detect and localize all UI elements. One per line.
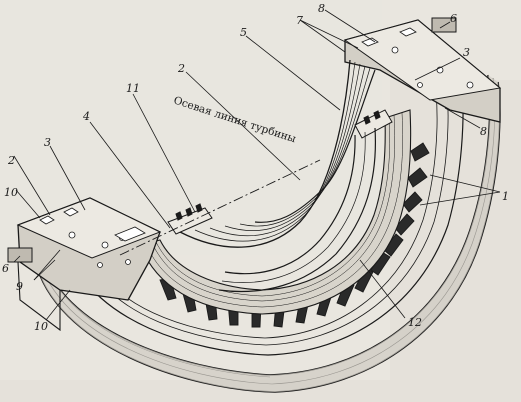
callout-12: 12 bbox=[408, 316, 422, 329]
callout-2-top: 2 bbox=[177, 62, 185, 75]
callout-4: 4 bbox=[82, 110, 90, 123]
callout-8-right: 8 bbox=[480, 125, 487, 138]
seal-holder-left bbox=[167, 203, 213, 235]
callout-3-right: 3 bbox=[463, 46, 470, 59]
callout-6-left: 6 bbox=[2, 262, 9, 275]
callout-8-top: 8 bbox=[318, 2, 325, 15]
callout-10-bottom: 10 bbox=[34, 320, 48, 333]
callout-10-top: 10 bbox=[4, 186, 18, 199]
left-flange bbox=[7, 197, 162, 332]
inner-ring-hatch bbox=[145, 112, 403, 308]
callout-7: 7 bbox=[296, 14, 303, 27]
diaphragm-body-arcs bbox=[69, 79, 464, 356]
callout-5: 5 bbox=[240, 26, 247, 39]
callout-9: 9 bbox=[16, 280, 23, 293]
central-ring-segment bbox=[218, 127, 377, 293]
turbine-axis-line bbox=[119, 159, 321, 256]
callout-3-left: 3 bbox=[44, 136, 51, 149]
callout-1: 1 bbox=[502, 190, 509, 203]
seal-holder-right bbox=[354, 109, 393, 139]
callout-2-left: 2 bbox=[7, 154, 15, 167]
leader-lines bbox=[13, 9, 501, 321]
callout-6-right: 6 bbox=[450, 12, 457, 25]
callout-labels: 8 7 6 5 3 2 11 4 8 3 2 1 10 6 9 12 10 bbox=[2, 2, 509, 333]
callout-11: 11 bbox=[126, 82, 140, 95]
right-flange bbox=[343, 17, 502, 123]
diaphragm-plates bbox=[179, 59, 376, 248]
